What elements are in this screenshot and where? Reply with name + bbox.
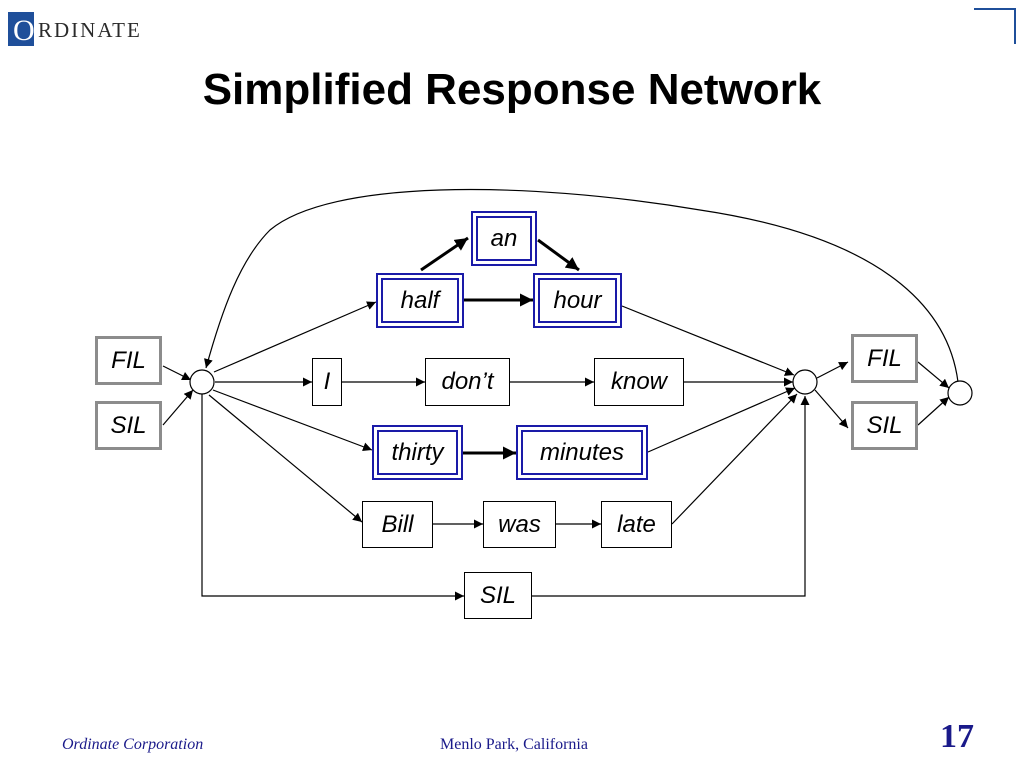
final-node [947, 380, 973, 406]
edge-start-bottom-sil [201, 394, 464, 601]
edge-sil-start [162, 389, 194, 426]
word-node-know: know [594, 358, 684, 406]
logo-wordmark: RDINATE [38, 18, 142, 42]
word-node-bill: Bill [362, 501, 433, 548]
word-node-thirty: thirty [372, 425, 463, 480]
corner-decoration [974, 8, 1016, 44]
logo-initial: O [13, 14, 35, 47]
slide-number: 17 [940, 718, 974, 755]
edge-end-fil [816, 361, 849, 379]
word-node-i: I [312, 358, 342, 406]
edge-late-end [671, 393, 798, 525]
footer-company: Ordinate Corporation [62, 736, 204, 753]
edge-start-half [213, 301, 377, 373]
word-node-an: an [471, 211, 537, 266]
left-sil-node: SIL [95, 401, 162, 450]
right-fil-node: FIL [851, 334, 918, 383]
edge-start-thirty [212, 389, 373, 452]
left-fil-node: FIL [95, 336, 162, 385]
edge-an-hour [537, 238, 580, 272]
edge-half-an [420, 236, 469, 272]
bottom-sil-node: SIL [464, 572, 532, 619]
edge-loop-back [204, 188, 959, 383]
ordinate-logo: O RDINATE [8, 10, 146, 48]
edge-bottom-sil-end [532, 396, 810, 597]
word-node-was: was [483, 501, 556, 548]
right-sil-node: SIL [851, 401, 918, 450]
edge-hour-end [621, 305, 795, 376]
edge-fil-final [917, 361, 950, 389]
edge-start-bill [208, 394, 363, 523]
end-node [792, 369, 818, 395]
word-node-half: half [376, 273, 464, 328]
edge-minutes-end [647, 387, 796, 453]
word-node-minutes: minutes [516, 425, 648, 480]
slide-title: Simplified Response Network [202, 65, 822, 114]
edge-end-sil [814, 389, 849, 429]
start-node [189, 369, 215, 395]
word-node-dont: don’t [425, 358, 510, 406]
logo-mark: O [8, 12, 35, 47]
edge-sil-final [917, 396, 950, 426]
word-node-hour: hour [533, 273, 622, 328]
word-node-late: late [601, 501, 672, 548]
edge-fil-start [162, 365, 192, 381]
footer-location: Menlo Park, California [440, 736, 588, 753]
